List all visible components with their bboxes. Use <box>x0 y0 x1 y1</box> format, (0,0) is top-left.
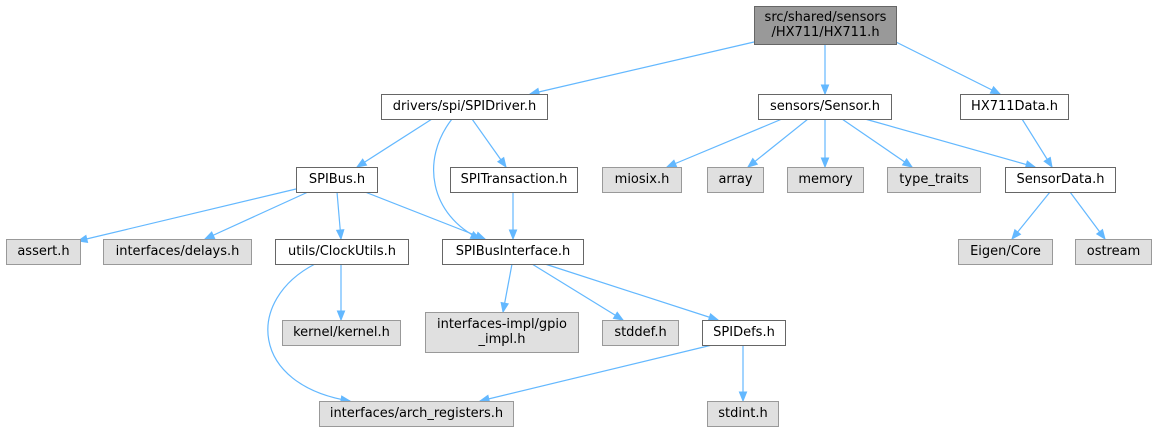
node-kernel: kernel/kernel.h <box>282 320 401 346</box>
edge-sensor-to-array <box>746 118 809 168</box>
node-box <box>6 239 81 265</box>
edge-spibus-to-assert <box>76 188 297 244</box>
node-gpio-impl: interfaces-impl/gpio_impl.h <box>425 312 579 353</box>
node-spidefs[interactable]: SPIDefs.h <box>702 320 786 346</box>
node-spibus[interactable]: SPIBus.h <box>296 167 378 193</box>
edge-sensordata-to-ostream <box>1069 191 1106 241</box>
node-label: /HX711/HX711.h <box>771 25 879 40</box>
node-box <box>1005 167 1116 193</box>
edge-root-to-hx711data <box>895 41 1002 95</box>
node-label: drivers/spi/SPIDriver.h <box>393 99 537 114</box>
node-label: SPIDefs.h <box>713 325 775 340</box>
node-box <box>602 320 679 346</box>
node-sensordata[interactable]: SensorData.h <box>1005 167 1116 193</box>
node-label: HX711Data.h <box>971 99 1058 114</box>
node-label: SPIBusInterface.h <box>456 244 570 259</box>
node-label: miosix.h <box>615 172 670 187</box>
node-label: SensorData.h <box>1017 172 1105 187</box>
node-box <box>960 94 1069 120</box>
node-eigen: Eigen/Core <box>958 239 1053 265</box>
node-box <box>103 239 252 265</box>
node-spibusinterface[interactable]: SPIBusInterface.h <box>442 239 584 265</box>
node-label: kernel/kernel.h <box>293 325 390 340</box>
edge-sensor-to-type_traits <box>841 118 914 168</box>
node-clockutils[interactable]: utils/ClockUtils.h <box>275 239 409 265</box>
node-box <box>450 167 578 193</box>
node-ostream: ostream <box>1075 239 1152 265</box>
node-box <box>275 239 409 265</box>
edge-spidefs-to-arch_registers <box>478 344 713 403</box>
edge-spibusinterface-to-stddef <box>531 263 625 321</box>
edge-spibus-to-clockutils <box>335 191 345 241</box>
node-box <box>602 167 682 193</box>
node-box <box>319 401 514 427</box>
node-label: memory <box>798 172 853 187</box>
node-array: array <box>707 167 764 193</box>
node-box <box>702 320 786 346</box>
node-box <box>958 239 1053 265</box>
node-label: assert.h <box>17 244 69 259</box>
node-miosix: miosix.h <box>602 167 682 193</box>
edge-spibus-to-spibusinterface <box>364 191 487 240</box>
node-box <box>282 320 401 346</box>
node-spidriver[interactable]: drivers/spi/SPIDriver.h <box>381 94 548 120</box>
node-box <box>381 94 548 120</box>
edge-spitransaction-to-spibusinterface <box>508 192 518 241</box>
node-label: type_traits <box>899 172 969 187</box>
edge-sensordata-to-eigen <box>1011 191 1051 241</box>
node-box <box>787 167 864 193</box>
node-spitransaction[interactable]: SPITransaction.h <box>450 167 578 193</box>
node-label: stddef.h <box>614 325 666 340</box>
node-stdint: stdint.h <box>707 401 779 427</box>
node-label: interfaces/arch_registers.h <box>330 406 503 421</box>
node-box <box>758 94 892 120</box>
node-arch-registers: interfaces/arch_registers.h <box>319 401 514 427</box>
node-label: Eigen/Core <box>970 244 1041 259</box>
node-box <box>296 167 378 193</box>
node-label: interfaces/delays.h <box>116 244 240 259</box>
node-label: ostream <box>1087 244 1141 259</box>
node-label: interfaces-impl/gpio <box>437 317 567 332</box>
edge-sensor-to-miosix <box>665 118 783 168</box>
edge-hx711data-to-sensordata <box>1021 118 1053 169</box>
edge-root-to-spidriver <box>528 41 755 97</box>
edge-spidriver-to-spibus <box>355 118 433 168</box>
node-stddef: stddef.h <box>602 320 679 346</box>
edge-spibusinterface-to-gpio_impl <box>500 263 513 314</box>
node-label: sensors/Sensor.h <box>770 99 880 114</box>
node-label: stdint.h <box>718 406 767 421</box>
node-sensor[interactable]: sensors/Sensor.h <box>758 94 892 120</box>
edge-sensor-to-memory <box>820 119 830 169</box>
node-box <box>754 6 897 45</box>
node-delays: interfaces/delays.h <box>103 239 252 265</box>
edge-sensor-to-sensordata <box>864 118 1037 169</box>
edge-spibus-to-delays <box>203 191 309 240</box>
node-label: utils/ClockUtils.h <box>288 244 396 259</box>
edges-layer <box>76 41 1106 404</box>
node-label: array <box>718 172 752 187</box>
nodes-layer: src/shared/sensors/HX711/HX711.h drivers/… <box>6 6 1152 427</box>
edge-root-to-sensor <box>820 44 830 96</box>
node-memory: memory <box>787 167 864 193</box>
node-type-traits: type_traits <box>887 167 981 193</box>
edge-clockutils-to-kernel <box>336 264 346 322</box>
node-label: SPITransaction.h <box>461 172 568 187</box>
edge-spidriver-to-spitransaction <box>471 118 507 169</box>
node-box <box>887 167 981 193</box>
node-box <box>425 312 579 353</box>
node-box <box>1075 239 1152 265</box>
node-box <box>442 239 584 265</box>
node-box <box>707 167 764 193</box>
edge-spidefs-to-stdint <box>738 345 748 403</box>
node-hx711data[interactable]: HX711Data.h <box>960 94 1069 120</box>
node-box <box>707 401 779 427</box>
node-label: src/shared/sensors <box>765 10 887 25</box>
node-assert: assert.h <box>6 239 81 265</box>
node-label: SPIBus.h <box>309 172 365 187</box>
node-root[interactable]: src/shared/sensors/HX711/HX711.h <box>754 6 897 45</box>
node-label: _impl.h <box>477 332 525 347</box>
